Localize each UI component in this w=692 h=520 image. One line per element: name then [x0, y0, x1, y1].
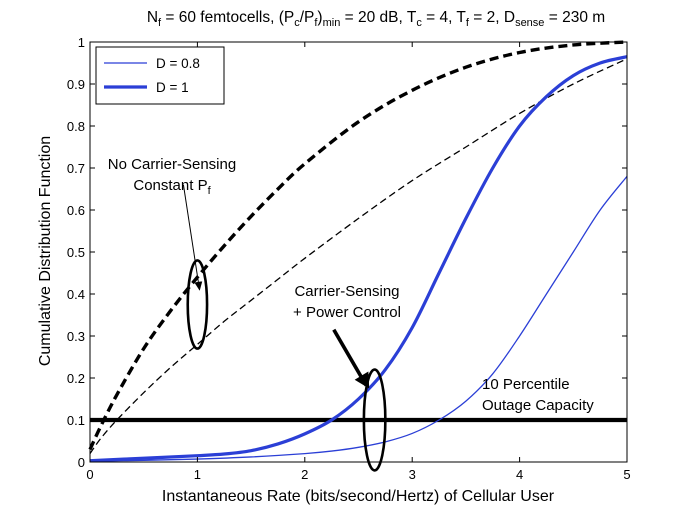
- annotation-no-cs-line1: No Carrier-Sensing: [108, 156, 236, 173]
- title-part: = 4, T: [422, 9, 467, 26]
- title-part: min: [323, 17, 341, 29]
- y-tick-label: 0.8: [67, 119, 85, 134]
- x-tick-label: 2: [301, 467, 308, 482]
- annotation-no-cs-line2: Constant Pf: [133, 177, 211, 197]
- x-tick-label: 0: [86, 467, 93, 482]
- annotation-outage-line1: 10 Percentile: [482, 376, 570, 393]
- title-part: = 20 dB, T: [340, 9, 417, 26]
- legend-label: D = 1: [156, 80, 189, 95]
- title-part: = 60 femtocells, (P: [161, 9, 294, 26]
- plot-area: [90, 42, 627, 462]
- annotation-cs-ellipse: [362, 368, 387, 472]
- chart-title: Nf = 60 femtocells, (Pc/Pf)min = 20 dB, …: [147, 9, 605, 29]
- legend-label: D = 0.8: [156, 56, 200, 71]
- y-tick-label: 0: [78, 455, 85, 470]
- y-axis-label: Cumulative Distribution Function: [37, 136, 54, 366]
- annotation-no-cs-sub: f: [208, 185, 212, 197]
- y-tick-label: 0.3: [67, 329, 85, 344]
- title-part: /P: [300, 9, 315, 26]
- x-tick-label: 1: [194, 467, 201, 482]
- y-tick-label: 0.9: [67, 77, 85, 92]
- annotation-cs-line1: Carrier-Sensing: [294, 283, 399, 300]
- title-part: = 230 m: [544, 9, 605, 26]
- title-part: ): [317, 9, 322, 26]
- annotation-cs-arrowhead: [354, 371, 370, 389]
- title-part: = 2, D: [469, 9, 515, 26]
- y-tick-label: 0.2: [67, 371, 85, 386]
- x-tick-label: 5: [623, 467, 630, 482]
- annotation-no-cs-main: Constant P: [133, 177, 207, 194]
- y-tick-label: 0.4: [67, 287, 85, 302]
- title-part: f: [466, 17, 470, 29]
- title-part: f: [158, 17, 162, 29]
- y-tick-label: 0.1: [67, 413, 85, 428]
- series-carrier-sensing-power-control-0-8: [89, 175, 628, 462]
- series-no-carrier-sensing-constant-pf-1: [88, 40, 628, 451]
- annotation-no-cs-ellipse: [186, 259, 209, 350]
- y-tick-label: 0.7: [67, 161, 85, 176]
- x-tick-label: 3: [409, 467, 416, 482]
- y-tick-label: 0.5: [67, 245, 85, 260]
- title-part: N: [147, 9, 158, 26]
- plot-background: [90, 42, 627, 462]
- title-part: sense: [515, 17, 544, 29]
- annotation-no-cs-arrow: [182, 184, 203, 291]
- y-tick-label: 0.6: [67, 203, 85, 218]
- x-tick-label: 4: [516, 467, 523, 482]
- title-part: f: [314, 17, 318, 29]
- legend-box: [95, 46, 225, 105]
- series-carrier-sensing-power-control-1: [89, 55, 628, 463]
- axes-group: 0 1 2 3 4 5 0 0.1 0.2 0.3 0.4 0.5 0.6 0.7 0.8 0.9 1: [67, 35, 631, 482]
- legend: D = 0.8 D = 1: [95, 46, 225, 105]
- title-part: c: [294, 17, 300, 29]
- series-no-carrier-sensing-constant-pf-0-8: [89, 58, 628, 454]
- annotation-outage-line2: Outage Capacity: [482, 397, 594, 414]
- annotation-cs-line2: + Power Control: [293, 304, 401, 321]
- y-tick-label: 1: [78, 35, 85, 50]
- x-axis-label: Instantaneous Rate (bits/second/Hertz) o…: [162, 488, 555, 505]
- series-group: [88, 40, 628, 463]
- title-part: c: [416, 17, 422, 29]
